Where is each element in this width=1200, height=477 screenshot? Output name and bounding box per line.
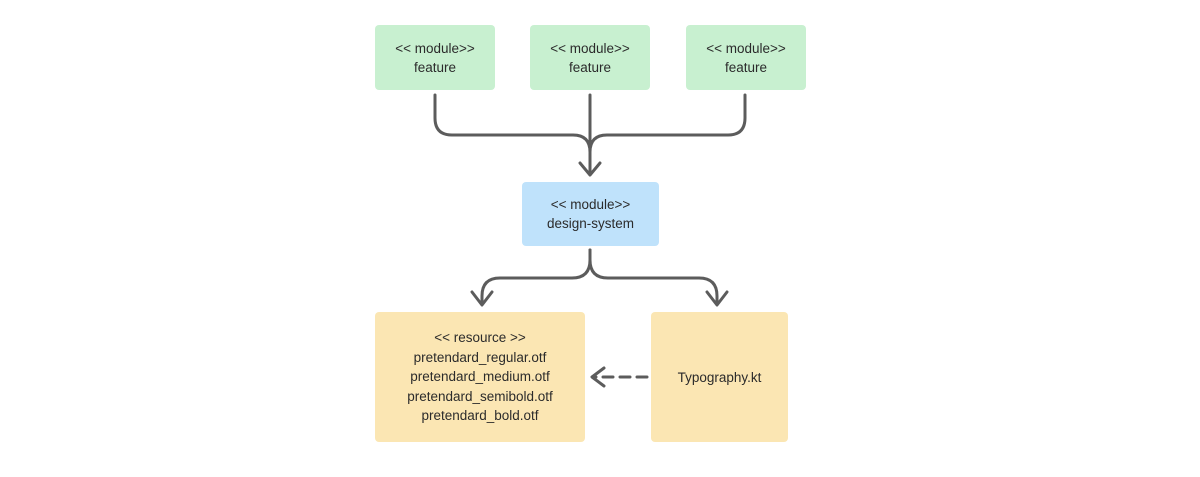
node-stereotype: << module>> bbox=[706, 40, 786, 56]
node-label: Typography.kt bbox=[677, 369, 762, 385]
node-stereotype: << module>> bbox=[395, 40, 475, 56]
resource-file: pretendard_semibold.otf bbox=[407, 388, 553, 404]
node-label: feature bbox=[413, 59, 457, 75]
arrowhead-design-system bbox=[578, 161, 602, 177]
resource-file: pretendard_bold.otf bbox=[421, 408, 539, 424]
edge-design-system-to-typography bbox=[588, 248, 719, 306]
resource-file: pretendard_regular.otf bbox=[413, 349, 547, 365]
arrowhead-resource-dashed bbox=[590, 366, 606, 388]
design-system-module-node: << module>> design-system bbox=[522, 182, 659, 246]
edge-feature-left-to-design-system bbox=[433, 93, 592, 176]
node-stereotype: << module>> bbox=[550, 40, 630, 56]
typography-file-node: Typography.kt bbox=[651, 312, 788, 442]
feature-module-node-left: << module>> feature bbox=[375, 25, 495, 90]
node-label: design-system bbox=[546, 216, 635, 231]
edge-feature-right-to-design-system bbox=[588, 93, 747, 176]
resource-file: pretendard_medium.otf bbox=[410, 369, 550, 385]
feature-module-node-right: << module>> feature bbox=[686, 25, 806, 90]
font-resource-node: << resource >> pretendard_regular.otf pr… bbox=[375, 312, 585, 442]
node-stereotype: << resource >> bbox=[434, 330, 526, 346]
node-label: feature bbox=[724, 59, 768, 75]
feature-module-node-middle: << module>> feature bbox=[530, 25, 650, 90]
arrowhead-resource bbox=[470, 290, 494, 307]
arrowhead-typography bbox=[705, 290, 729, 307]
edge-design-system-to-resource bbox=[480, 248, 592, 306]
node-stereotype: << module>> bbox=[550, 197, 631, 212]
node-label: feature bbox=[568, 59, 612, 75]
